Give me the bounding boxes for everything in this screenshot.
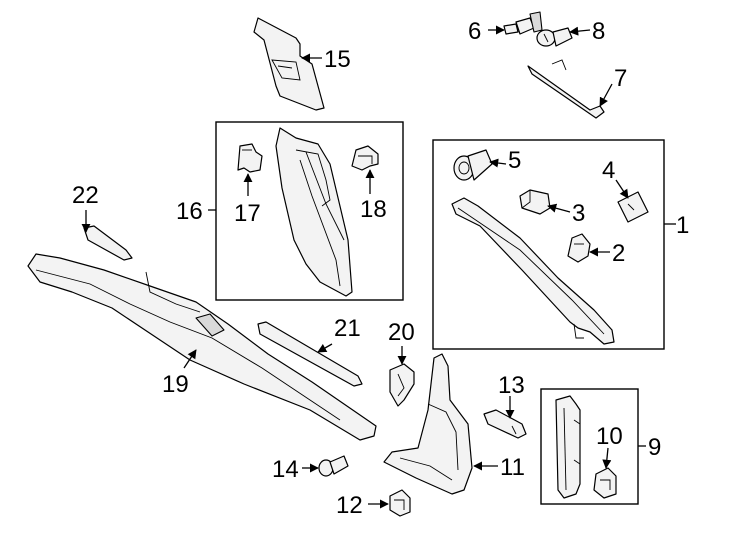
part-5-grommet[interactable] [453, 149, 493, 181]
leader-5 [489, 158, 507, 168]
part-9-pillar-strip[interactable] [555, 395, 581, 499]
leader-4 [615, 179, 629, 199]
part-21-sill-strip[interactable] [257, 321, 363, 387]
leader-21 [317, 343, 333, 353]
callout-22: 22 [72, 182, 99, 209]
leader-3 [547, 203, 571, 213]
callout-13: 13 [498, 372, 525, 399]
part-7-retainer-strip[interactable] [527, 59, 605, 119]
group-box-16 [215, 121, 404, 301]
part-13-clip[interactable] [483, 409, 527, 439]
part-20-clip[interactable] [389, 363, 415, 407]
part-19-scuff-plate[interactable] [27, 253, 377, 441]
callout-18: 18 [360, 196, 387, 223]
callout-12: 12 [336, 492, 363, 519]
callout-4: 4 [602, 157, 615, 184]
leader-8 [569, 26, 591, 36]
part-3-clip[interactable] [519, 189, 551, 215]
callout-17: 17 [234, 200, 261, 227]
part-6-bolt[interactable] [503, 11, 543, 35]
leader-19 [183, 349, 197, 369]
part-18-clip[interactable] [351, 145, 379, 171]
part-15-upper-pillar-trim[interactable] [253, 17, 325, 111]
callout-9: 9 [648, 434, 661, 461]
callout-16: 16 [176, 198, 203, 225]
part-8-push-clip[interactable] [536, 27, 573, 47]
leader-7 [599, 83, 613, 107]
part-22-trim-strip[interactable] [83, 225, 133, 261]
part-11-lower-trim-panel[interactable] [383, 353, 473, 495]
callout-1: 1 [676, 212, 689, 239]
part-2-clip[interactable] [567, 233, 591, 263]
callout-21: 21 [334, 315, 361, 342]
part-10-clip[interactable] [593, 467, 617, 499]
callout-15: 15 [324, 46, 351, 73]
part-12-clip[interactable] [389, 489, 411, 517]
callout-5: 5 [508, 147, 521, 174]
part-14-screw[interactable] [318, 455, 349, 477]
group-box-1 [432, 139, 665, 350]
part-17-clip[interactable] [237, 143, 263, 173]
callout-2: 2 [612, 240, 625, 267]
part-16-lower-pillar-trim[interactable] [275, 127, 353, 297]
callout-14: 14 [272, 456, 299, 483]
callout-10: 10 [596, 423, 623, 450]
callout-19: 19 [162, 371, 189, 398]
callout-6: 6 [468, 18, 481, 45]
callout-8: 8 [592, 18, 605, 45]
callout-20: 20 [388, 319, 415, 346]
part-1-pillar-trim[interactable] [451, 197, 615, 345]
callout-11: 11 [500, 454, 525, 481]
leader-10 [602, 447, 612, 469]
part-4-pad[interactable] [617, 191, 649, 223]
callout-3: 3 [572, 200, 585, 227]
callout-7: 7 [614, 65, 627, 92]
